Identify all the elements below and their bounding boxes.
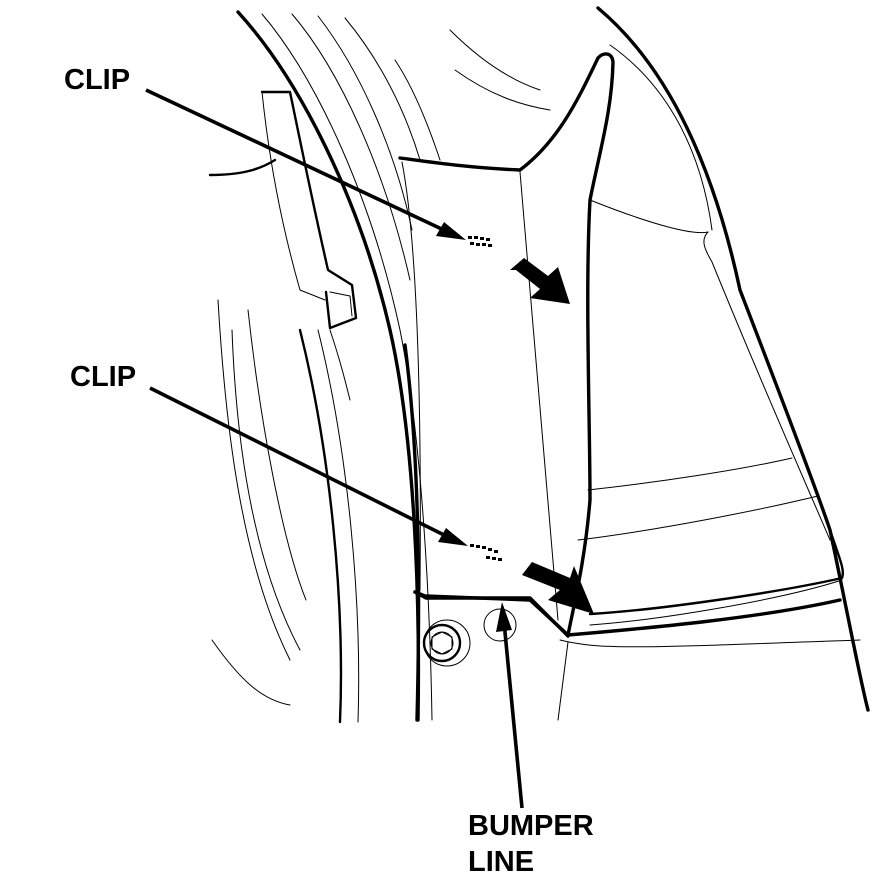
bumper-line-leader-arrowhead bbox=[496, 602, 512, 632]
bumper-line-label-line1: BUMPER bbox=[468, 810, 594, 842]
bumper-line-label: BUMPER LINE bbox=[468, 808, 594, 880]
inner-liner-flap bbox=[260, 90, 358, 401]
clip-marks-top bbox=[468, 236, 492, 247]
fender-arch-lines bbox=[208, 10, 441, 724]
clip-top-leader bbox=[145, 88, 449, 234]
clip-bottom-leader bbox=[149, 386, 451, 540]
bolt-icon bbox=[422, 608, 517, 667]
splash-guard-panel bbox=[398, 52, 819, 637]
removal-arrow-top-icon bbox=[510, 258, 570, 304]
bumper-line-leader bbox=[502, 621, 524, 809]
bumper-body-lines bbox=[449, 6, 870, 721]
clip-label-top: CLIP bbox=[64, 64, 131, 96]
clip-label-bottom: CLIP bbox=[70, 361, 137, 393]
removal-arrow-bottom-icon bbox=[522, 562, 594, 614]
clip-bottom-leader-arrowhead bbox=[438, 528, 468, 546]
leader-lines bbox=[145, 88, 524, 809]
bumper-line-edge bbox=[413, 590, 570, 638]
bumper-line-label-line2: LINE bbox=[468, 846, 535, 878]
clip-marks-bottom bbox=[470, 544, 502, 561]
clip-top-leader-arrowhead bbox=[436, 222, 466, 240]
